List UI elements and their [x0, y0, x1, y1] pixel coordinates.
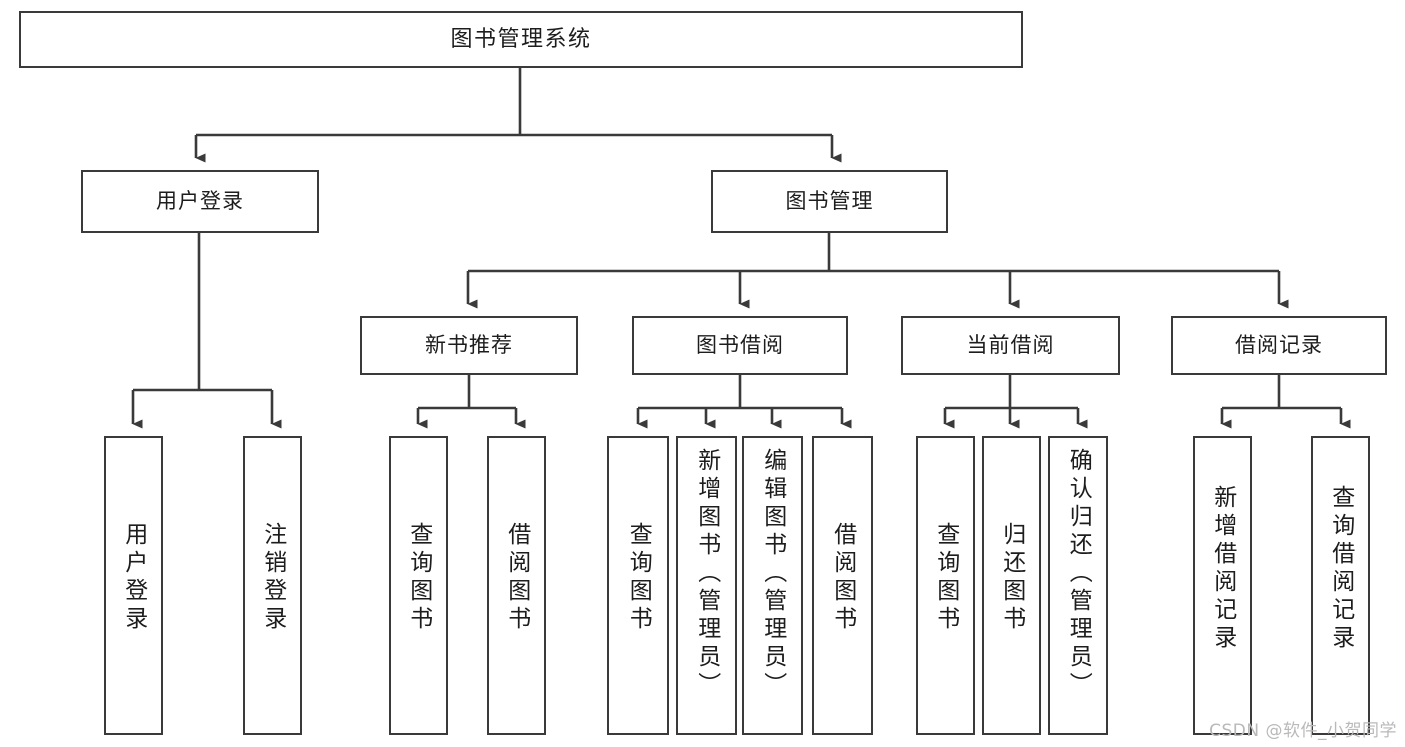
node-user-login[interactable]: 用户登录 [81, 170, 319, 233]
leaf-query-book-recommend[interactable]: 查询图书 [389, 436, 448, 735]
node-label: 编辑图书（管理员） [759, 448, 786, 700]
leaf-query-book-borrow[interactable]: 查询图书 [607, 436, 669, 735]
node-label: 查询借阅记录 [1327, 485, 1354, 653]
leaf-query-borrow-record[interactable]: 查询借阅记录 [1311, 436, 1370, 735]
node-label: 新书推荐 [425, 333, 513, 358]
leaf-confirm-return-admin[interactable]: 确认归还（管理员） [1048, 436, 1108, 735]
node-label: 用户登录 [120, 522, 147, 634]
node-label: 借阅记录 [1235, 333, 1323, 358]
node-label: 注销登录 [259, 522, 286, 634]
node-borrow-record[interactable]: 借阅记录 [1171, 316, 1387, 375]
node-label: 图书管理系统 [450, 26, 592, 52]
watermark-text: CSDN @软件_小贺同学 [1209, 721, 1397, 741]
leaf-logout-login[interactable]: 注销登录 [243, 436, 302, 735]
node-label: 图书管理 [785, 189, 874, 214]
node-root-book-management-system[interactable]: 图书管理系统 [19, 11, 1023, 68]
node-label: 当前借阅 [966, 333, 1055, 358]
node-label: 借阅图书 [829, 522, 856, 634]
node-book-borrow[interactable]: 图书借阅 [632, 316, 848, 375]
node-label: 查询图书 [932, 522, 959, 634]
node-book-management[interactable]: 图书管理 [711, 170, 948, 233]
node-label: 查询图书 [625, 522, 652, 634]
node-label: 新增借阅记录 [1209, 485, 1236, 653]
node-label: 归还图书 [998, 522, 1025, 634]
node-label: 用户登录 [156, 189, 244, 214]
leaf-return-book[interactable]: 归还图书 [982, 436, 1041, 735]
node-current-borrow[interactable]: 当前借阅 [901, 316, 1120, 375]
node-label: 新增图书（管理员） [693, 448, 720, 700]
node-new-book-recommend[interactable]: 新书推荐 [360, 316, 578, 375]
leaf-add-borrow-record[interactable]: 新增借阅记录 [1193, 436, 1252, 735]
leaf-query-book-current[interactable]: 查询图书 [916, 436, 975, 735]
node-label: 图书借阅 [696, 333, 784, 358]
leaf-add-book-admin[interactable]: 新增图书（管理员） [676, 436, 737, 735]
leaf-user-login[interactable]: 用户登录 [104, 436, 163, 735]
node-label: 借阅图书 [503, 522, 530, 634]
node-label: 查询图书 [405, 522, 432, 634]
leaf-edit-book-admin[interactable]: 编辑图书（管理员） [742, 436, 803, 735]
leaf-borrow-book-recommend[interactable]: 借阅图书 [487, 436, 546, 735]
node-label: 确认归还（管理员） [1065, 448, 1092, 700]
leaf-borrow-book-borrow[interactable]: 借阅图书 [812, 436, 873, 735]
